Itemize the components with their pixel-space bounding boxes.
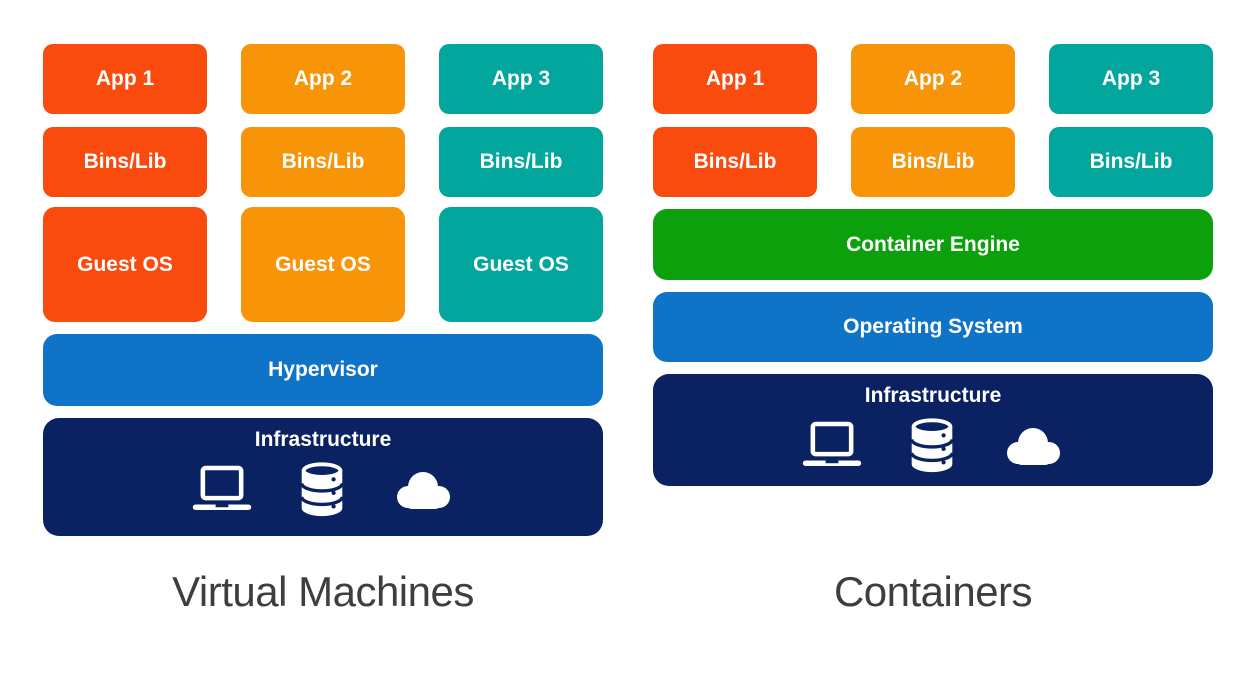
container-binslib-2-box: Bins/Lib [851, 127, 1015, 197]
cloud-icon [397, 472, 450, 509]
vm-binslib-2-box: Bins/Lib [241, 127, 405, 197]
database-icon [910, 418, 954, 473]
vm-binslib-3-box: Bins/Lib [439, 127, 603, 197]
laptop-icon [192, 465, 252, 510]
vm-app-2-box: App 2 [241, 44, 405, 114]
containers-infrastructure-label: Infrastructure [864, 384, 1002, 407]
containers-infrastructure-bar: Infrastructure [653, 374, 1213, 486]
vm-infrastructure-bar: Infrastructure [43, 418, 603, 536]
hypervisor-bar: Hypervisor [43, 334, 603, 406]
vm-infrastructure-icons [191, 460, 455, 518]
container-app-1-box: App 1 [653, 44, 817, 114]
vm-binslib-1-box: Bins/Lib [43, 127, 207, 197]
container-app-3-box: App 3 [1049, 44, 1213, 114]
vm-guestos-1-box: Guest OS [43, 207, 207, 322]
containers-panel-title: Containers [833, 568, 1033, 615]
containers-infrastructure-icons [801, 416, 1065, 474]
vm-app-1-box: App 1 [43, 44, 207, 114]
cloud-icon [1007, 428, 1060, 465]
container-binslib-3-box: Bins/Lib [1049, 127, 1213, 197]
vm-guestos-3-box: Guest OS [439, 207, 603, 322]
vm-infrastructure-label: Infrastructure [254, 428, 392, 451]
operating-system-bar: Operating System [653, 292, 1213, 362]
vm-panel-title: Virtual Machines [172, 568, 474, 615]
laptop-icon [802, 421, 862, 466]
container-binslib-1-box: Bins/Lib [653, 127, 817, 197]
database-icon [300, 462, 344, 517]
vm-app-3-box: App 3 [439, 44, 603, 114]
vm-guestos-2-box: Guest OS [241, 207, 405, 322]
container-engine-bar: Container Engine [653, 209, 1213, 280]
container-app-2-box: App 2 [851, 44, 1015, 114]
